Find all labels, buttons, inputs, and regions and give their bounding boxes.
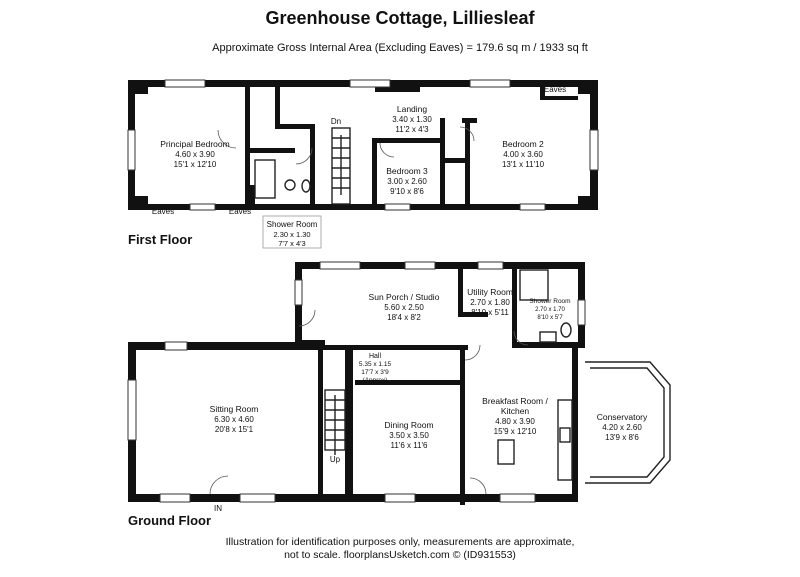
room-imperial-hall: 17'7 x 3'9: [361, 369, 389, 376]
plan-title: Greenhouse Cottage, Lilliesleaf: [265, 8, 535, 28]
floor-label-ground: Ground Floor: [128, 513, 212, 528]
stair-up-label: Up: [330, 455, 341, 464]
eaves-label-right: Eaves: [544, 85, 566, 94]
room-name-bedroom-2: Bedroom 2: [502, 139, 544, 149]
stair-dn-label: Dn: [331, 117, 341, 126]
room-name-shower-room-first: Shower Room: [267, 220, 318, 229]
room-metric-sun-porch: 5.60 x 2.50: [384, 303, 424, 312]
room-imperial-bedroom-2: 13'1 x 11'10: [502, 160, 545, 169]
room-name-dining-room: Dining Room: [384, 420, 433, 430]
room-imperial-sitting-room: 20'8 x 15'1: [215, 425, 254, 434]
room-name-shower-room-ground: Shower Room: [529, 298, 570, 305]
room-imperial-utility: 8'10 x 5'11: [471, 308, 509, 317]
room-note-hall: (Approx): [363, 377, 388, 384]
ground-floor-stair: [324, 389, 346, 455]
eaves-label-middle: Eaves: [229, 207, 251, 216]
room-imperial-shower-room-ground: 8'10 x 5'7: [537, 315, 563, 321]
room-metric-utility: 2.70 x 1.80: [470, 298, 510, 307]
floor-label-first: First Floor: [128, 232, 193, 247]
room-imperial-principal-bedroom: 15'1 x 12'10: [174, 160, 217, 169]
room-metric-bedroom-2: 4.00 x 3.60: [503, 150, 543, 159]
footer-line-1: Illustration for identification purposes…: [225, 536, 575, 548]
first-floor-plan: [127, 79, 599, 211]
room-name-hall: Hall: [369, 353, 382, 360]
room-imperial-dining-room: 11'6 x 11'6: [390, 441, 428, 450]
room-imperial-sun-porch: 18'4 x 8'2: [387, 313, 421, 322]
room-metric-principal-bedroom: 4.60 x 3.90: [175, 150, 215, 159]
footer-disclaimer: Illustration for identification purposes…: [0, 536, 800, 562]
room-metric-shower-room-first: 2.30 x 1.30: [273, 230, 310, 239]
ground-floor-plan: [127, 261, 671, 505]
room-imperial-shower-room-first: 7'7 x 4'3: [278, 239, 305, 248]
room-name-sitting-room: Sitting Room: [210, 404, 259, 414]
room-metric-conservatory: 4.20 x 2.60: [602, 423, 642, 432]
room-metric-landing: 3.40 x 1.30: [392, 115, 432, 124]
room-name-landing: Landing: [397, 104, 428, 114]
room-name-conservatory: Conservatory: [597, 412, 648, 422]
room-name2-breakfast-room: Kitchen: [501, 406, 530, 416]
room-name-bedroom-3: Bedroom 3: [386, 166, 428, 176]
room-name-principal-bedroom: Principal Bedroom: [160, 139, 229, 149]
plan-subtitle: Approximate Gross Internal Area (Excludi…: [212, 42, 588, 54]
room-imperial-conservatory: 13'9 x 8'6: [605, 433, 639, 442]
room-metric-bedroom-3: 3.00 x 2.60: [387, 177, 427, 186]
room-metric-dining-room: 3.50 x 3.50: [389, 431, 429, 440]
room-name-utility: Utility Room: [467, 287, 513, 297]
room-metric-breakfast-room: 4.80 x 3.90: [495, 417, 535, 426]
room-metric-shower-room-ground: 2.70 x 1.70: [535, 307, 565, 313]
room-metric-hall: 5.35 x 1.15: [359, 361, 392, 368]
footer-line-2: not to scale. floorplansUsketch.com © (I…: [284, 549, 516, 561]
room-name-breakfast-room: Breakfast Room /: [482, 396, 548, 406]
shower-room-label-box: [262, 215, 322, 249]
entrance-in-label: IN: [214, 504, 222, 513]
room-imperial-bedroom-3: 9'10 x 8'6: [390, 187, 424, 196]
room-imperial-breakfast-room: 15'9 x 12'10: [494, 427, 537, 436]
room-imperial-landing: 11'2 x 4'3: [395, 125, 429, 134]
eaves-label-left: Eaves: [152, 207, 174, 216]
room-metric-sitting-room: 6.30 x 4.60: [214, 415, 254, 424]
first-floor-stair: [331, 127, 351, 205]
room-name-sun-porch: Sun Porch / Studio: [369, 292, 440, 302]
